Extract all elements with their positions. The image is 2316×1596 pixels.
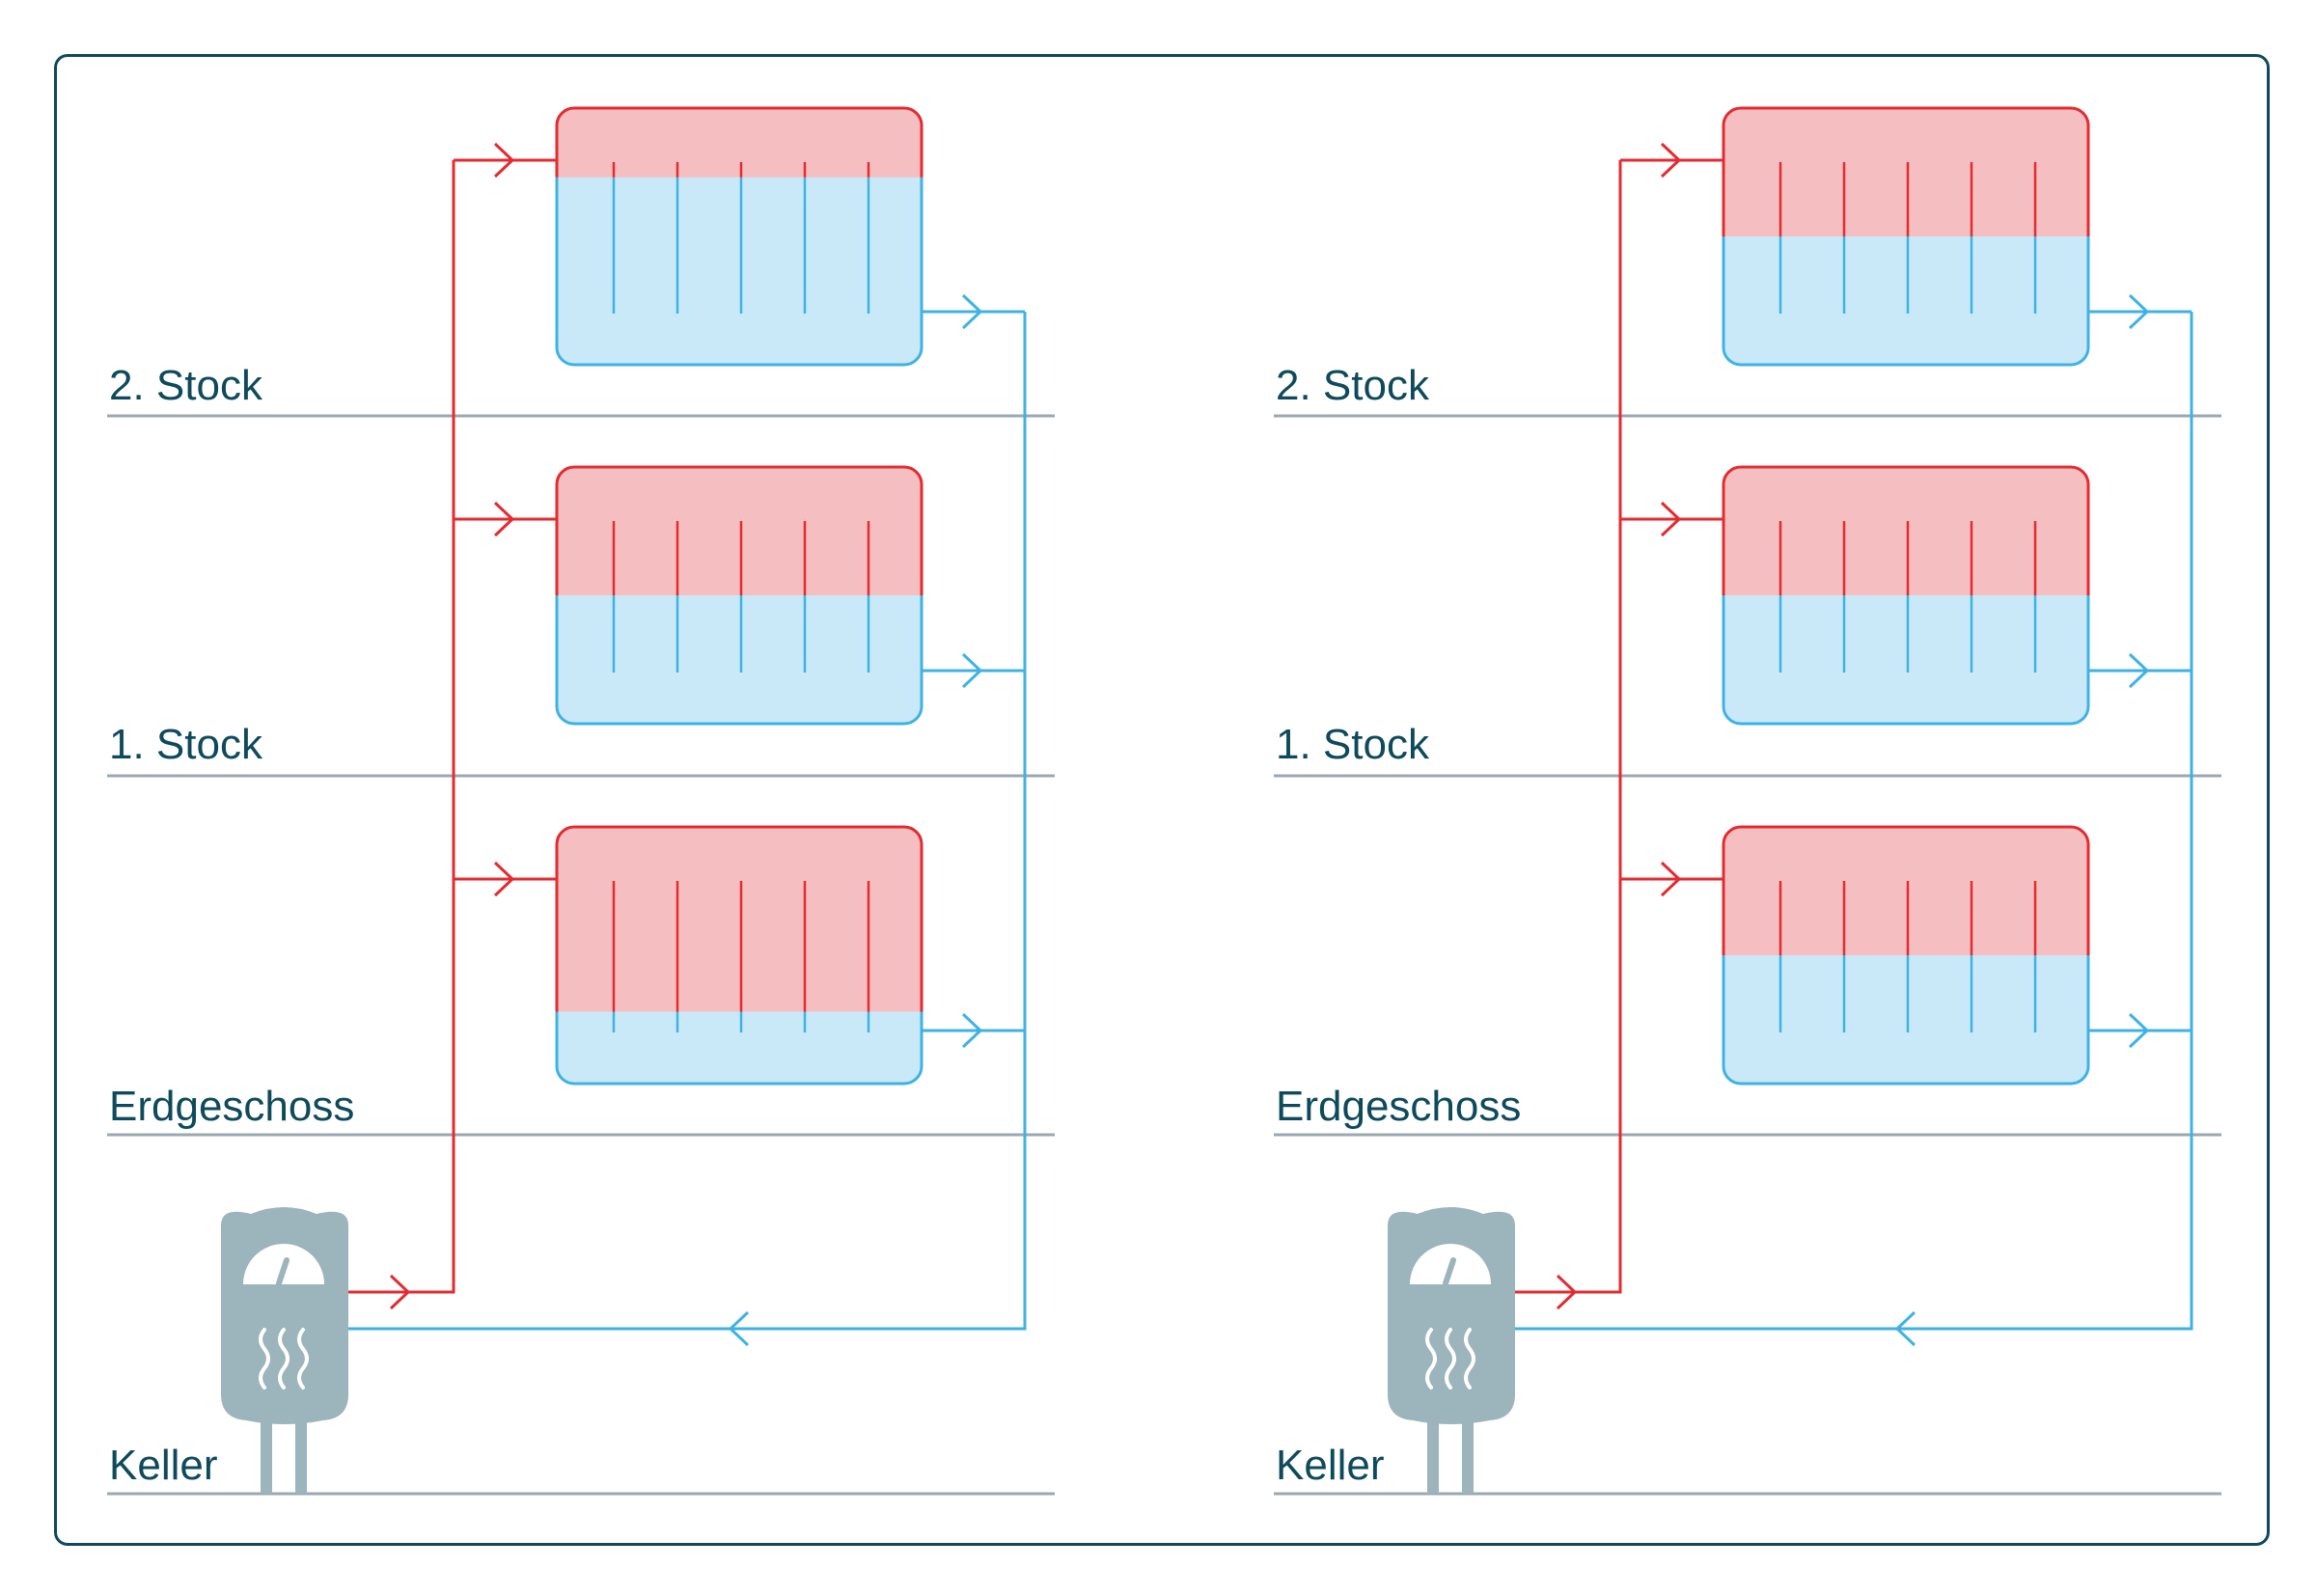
- return-branch-arrow: [961, 652, 983, 689]
- return-branch-arrow: [961, 1012, 983, 1049]
- radiator-hot-zone: [1723, 467, 2088, 595]
- radiator-outline-hot: [555, 825, 924, 1012]
- supply-arrow: [389, 1274, 411, 1310]
- supply-pipe: [1515, 160, 1622, 1294]
- heating-system-1: [107, 106, 1055, 1496]
- supply-pipe: [348, 160, 455, 1294]
- boiler-icon: [221, 1207, 348, 1494]
- heat-waves-icon: [1445, 1328, 1456, 1390]
- boiler-body: [1388, 1207, 1515, 1424]
- diagram-frame: [54, 54, 2270, 1546]
- supply-branch-arrow: [1660, 861, 1682, 897]
- gauge-needle: [1443, 1257, 1456, 1286]
- radiator-hot-zone: [557, 108, 922, 178]
- heat-waves-icon: [297, 1328, 309, 1390]
- radiator-hot-zone: [1723, 108, 2088, 236]
- radiator-outline-hot: [555, 465, 924, 595]
- floor-label: 2. Stock: [109, 362, 262, 409]
- supply-branch-arrow: [1660, 142, 1682, 179]
- return-branch-arrow: [2128, 1012, 2150, 1049]
- return-branch-arrow: [961, 293, 983, 330]
- radiator: [1620, 106, 2192, 367]
- boiler-icon: [1388, 1207, 1515, 1494]
- floor-label: Erdgeschoss: [1276, 1083, 1522, 1130]
- radiator: [454, 106, 1025, 367]
- radiator-outline-cold: [1722, 955, 2090, 1086]
- supply-branch-arrow: [1660, 501, 1682, 537]
- radiator: [1620, 465, 2192, 726]
- heat-waves-icon: [1464, 1328, 1475, 1390]
- heat-waves-icon: [1425, 1328, 1437, 1390]
- boiler-leg: [1462, 1418, 1474, 1494]
- radiator: [1620, 825, 2192, 1086]
- radiator-outline-cold: [1722, 595, 2090, 726]
- radiator: [454, 825, 1025, 1086]
- supply-branch-arrow: [493, 142, 515, 179]
- radiator-outline-hot: [1722, 465, 2090, 595]
- radiator-outline-hot: [555, 106, 924, 178]
- radiator-hot-zone: [1723, 827, 2088, 955]
- boiler-leg: [1427, 1418, 1439, 1494]
- radiator-outline-cold: [555, 177, 924, 367]
- boiler-leg: [261, 1418, 272, 1494]
- radiator-outline-cold: [1722, 236, 2090, 367]
- return-branch-arrow: [2128, 652, 2150, 689]
- supply-arrow: [1556, 1274, 1578, 1310]
- floor-label: Keller: [109, 1442, 218, 1489]
- return-pipe: [1515, 312, 2193, 1331]
- supply-branch-arrow: [493, 501, 515, 537]
- boiler-leg: [295, 1418, 307, 1494]
- gauge-needle: [276, 1257, 290, 1286]
- heating-system-2: [1274, 106, 2221, 1496]
- return-branch-arrow: [2128, 293, 2150, 330]
- radiator-outline-cold: [555, 595, 924, 726]
- radiator-hot-zone: [557, 827, 922, 1012]
- radiator-hot-zone: [557, 467, 922, 595]
- boiler-body: [221, 1207, 348, 1424]
- radiator-outline-hot: [1722, 106, 2090, 236]
- supply-branch-arrow: [493, 861, 515, 897]
- floor-label: 1. Stock: [109, 721, 262, 768]
- radiator-outline-cold: [555, 1011, 924, 1086]
- floor-label: Keller: [1276, 1442, 1385, 1489]
- radiator: [454, 465, 1025, 726]
- return-pipe: [348, 312, 1027, 1331]
- radiator-outline-hot: [1722, 825, 2090, 955]
- return-arrow: [1894, 1310, 1916, 1347]
- floor-label: Erdgeschoss: [109, 1083, 355, 1130]
- floor-label: 2. Stock: [1276, 362, 1429, 409]
- heat-waves-icon: [278, 1328, 290, 1390]
- heat-waves-icon: [259, 1328, 270, 1390]
- floor-label: 1. Stock: [1276, 721, 1429, 768]
- return-arrow: [728, 1310, 750, 1347]
